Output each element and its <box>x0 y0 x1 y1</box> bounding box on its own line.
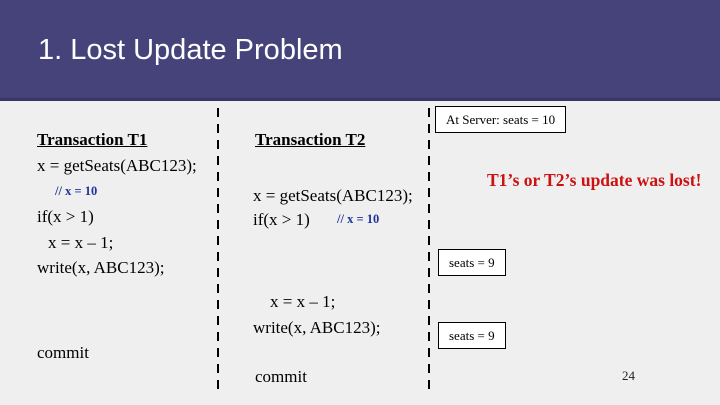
t1-code-write: write(x, ABC123); <box>37 258 165 277</box>
page-title: 1. Lost Update Problem <box>38 34 343 66</box>
server-state-box-after-t1: seats = 9 <box>438 249 506 276</box>
title-band: 1. Lost Update Problem <box>0 0 720 101</box>
t1-code-decrement: x = x – 1; <box>48 233 114 252</box>
t1-code-commit: commit <box>37 343 89 362</box>
t1-comment-x10: // x = 10 <box>55 184 98 198</box>
t2-comment-x10: // x = 10 <box>337 212 380 226</box>
transaction-t1-header: Transaction T1 <box>37 130 148 149</box>
t2-code-getseats: x = getSeats(ABC123); <box>253 186 413 205</box>
server-state-box-after-t2: seats = 9 <box>438 322 506 349</box>
t2-code-commit: commit <box>255 367 307 386</box>
column-divider-right <box>428 108 430 392</box>
t2-code-write: write(x, ABC123); <box>253 318 381 337</box>
t1-code-if: if(x > 1) <box>37 207 94 226</box>
t2-code-decrement: x = x – 1; <box>270 292 336 311</box>
server-state-box-initial: At Server: seats = 10 <box>435 106 567 133</box>
transaction-t2-header: Transaction T2 <box>255 130 366 149</box>
page-number: 24 <box>622 368 635 383</box>
t2-code-if: if(x > 1) <box>253 210 310 229</box>
t1-code-getseats: x = getSeats(ABC123); <box>37 156 197 175</box>
lost-update-alert: T1’s or T2’s update was lost! <box>487 170 702 190</box>
column-divider-left <box>217 108 219 392</box>
